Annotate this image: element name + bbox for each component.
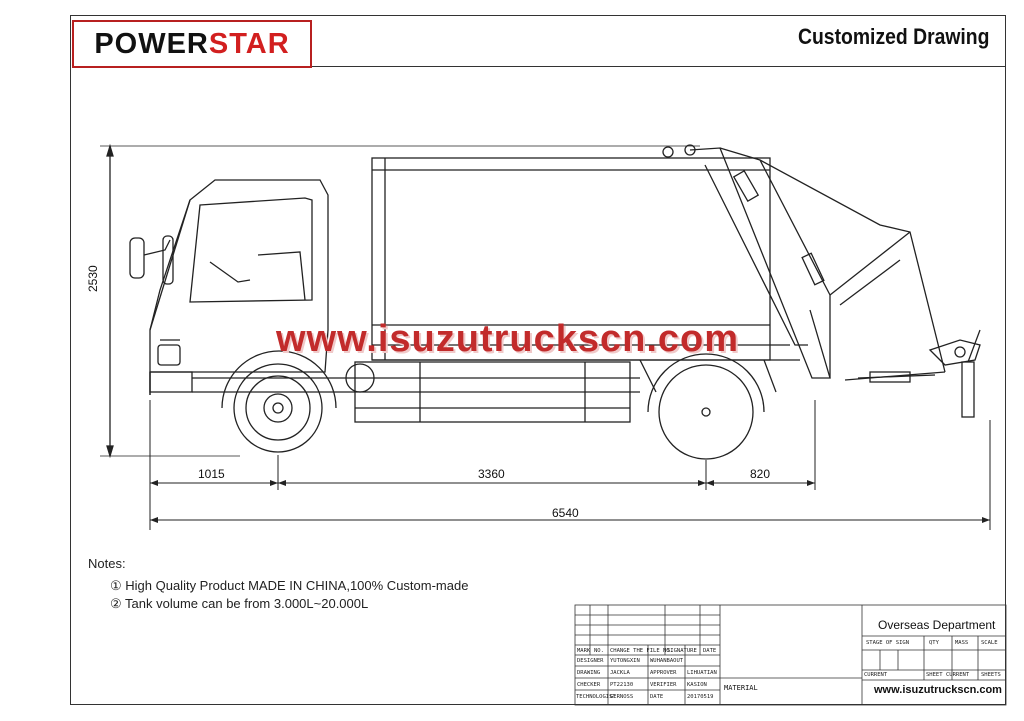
dim-height: 2530 <box>86 265 100 292</box>
logo-part-star: STAR <box>208 27 290 60</box>
sheet-current-label-2: CURRENT <box>946 672 970 678</box>
drawing-frame <box>70 15 1006 705</box>
stage-label: STAGE OF SIGN <box>866 640 910 646</box>
rev-no: NO. <box>594 648 604 654</box>
row-designer-name: YUTONGXIN <box>610 658 640 664</box>
rev-signature: SIGNATURE <box>667 648 697 654</box>
row-designer-label: DESIGNER <box>577 658 604 664</box>
dim-rear-overhang: 820 <box>750 467 771 481</box>
row-technologist-label: TECHNOLOGIST <box>576 694 616 700</box>
qty-label: QTY <box>929 640 939 646</box>
watermark-text: www.isuzutruckscn.com <box>276 318 740 360</box>
notes-heading: Notes: <box>88 556 126 571</box>
material-label: MATERIAL <box>724 684 758 692</box>
row-approver-label: APPROVER <box>650 670 677 676</box>
row-approver-name: LIHUATIAN <box>687 670 717 676</box>
dim-wheelbase: 3360 <box>478 467 505 481</box>
dim-overall-length: 6540 <box>552 506 579 520</box>
sheets-label: SHEETS <box>981 672 1001 678</box>
dim-height-value: 2530 <box>86 265 100 292</box>
header-divider <box>312 66 1006 67</box>
sheet-current-label: CURRENT <box>864 672 888 678</box>
row-checker-name: PT22130 <box>610 682 634 688</box>
rev-mark: MARK <box>577 648 591 654</box>
department-label: Overseas Department <box>878 618 996 632</box>
row-checker-label: CHECKER <box>577 682 601 688</box>
note-item-2: ② Tank volume can be from 3.000L~20.000L <box>110 596 369 611</box>
row-drawing-name: JACKLA <box>610 670 630 676</box>
rev-change: CHANGE THE FILE NO. <box>610 648 673 654</box>
dim-front-overhang: 1015 <box>198 467 225 481</box>
website-label: www.isuzutruckscn.com <box>874 684 1002 696</box>
row-date-label: DATE <box>650 694 664 700</box>
logo-part-power: POWER <box>94 27 209 60</box>
drawing-title: Customized Drawing <box>798 24 990 49</box>
row-verifier-name: KASION <box>687 682 707 688</box>
row-drawing-label: DRAWING <box>577 670 601 676</box>
row-designer-extra: WUHANBAOUT <box>650 658 684 664</box>
row-date-value: 20170519 <box>687 694 714 700</box>
rev-date: DATE <box>703 648 717 654</box>
scale-label: SCALE <box>981 640 998 646</box>
row-technologist-name: GERNOSS <box>610 694 634 700</box>
sheet-label: SHEET <box>926 672 943 678</box>
row-verifier-label: VERIFIER <box>650 682 677 688</box>
mass-label: MASS <box>955 640 969 646</box>
note-item-1: ① High Quality Product MADE IN CHINA,100… <box>110 578 469 593</box>
